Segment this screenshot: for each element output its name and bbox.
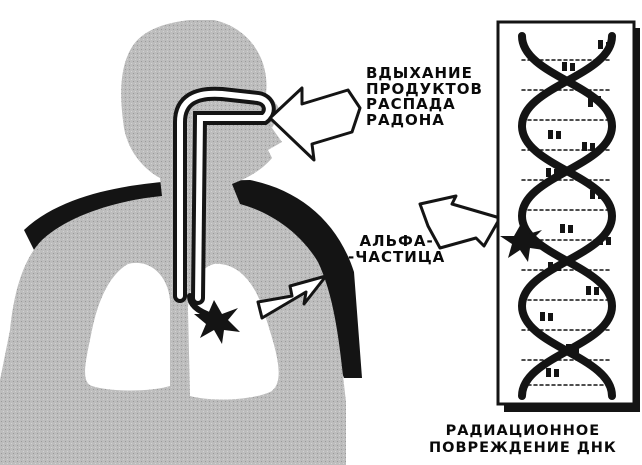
inhale-label: ВДЫХАНИЕ ПРОДУКТОВ РАСПАДА РАДОНА xyxy=(366,66,483,128)
inhalation-arrow xyxy=(270,88,360,160)
alpha-particle-label: АЛЬФА- -ЧАСТИЦА xyxy=(348,234,445,265)
dna-damage-label: РАДИАЦИОННОЕ ПОВРЕЖДЕНИЕ ДНК xyxy=(429,423,617,457)
